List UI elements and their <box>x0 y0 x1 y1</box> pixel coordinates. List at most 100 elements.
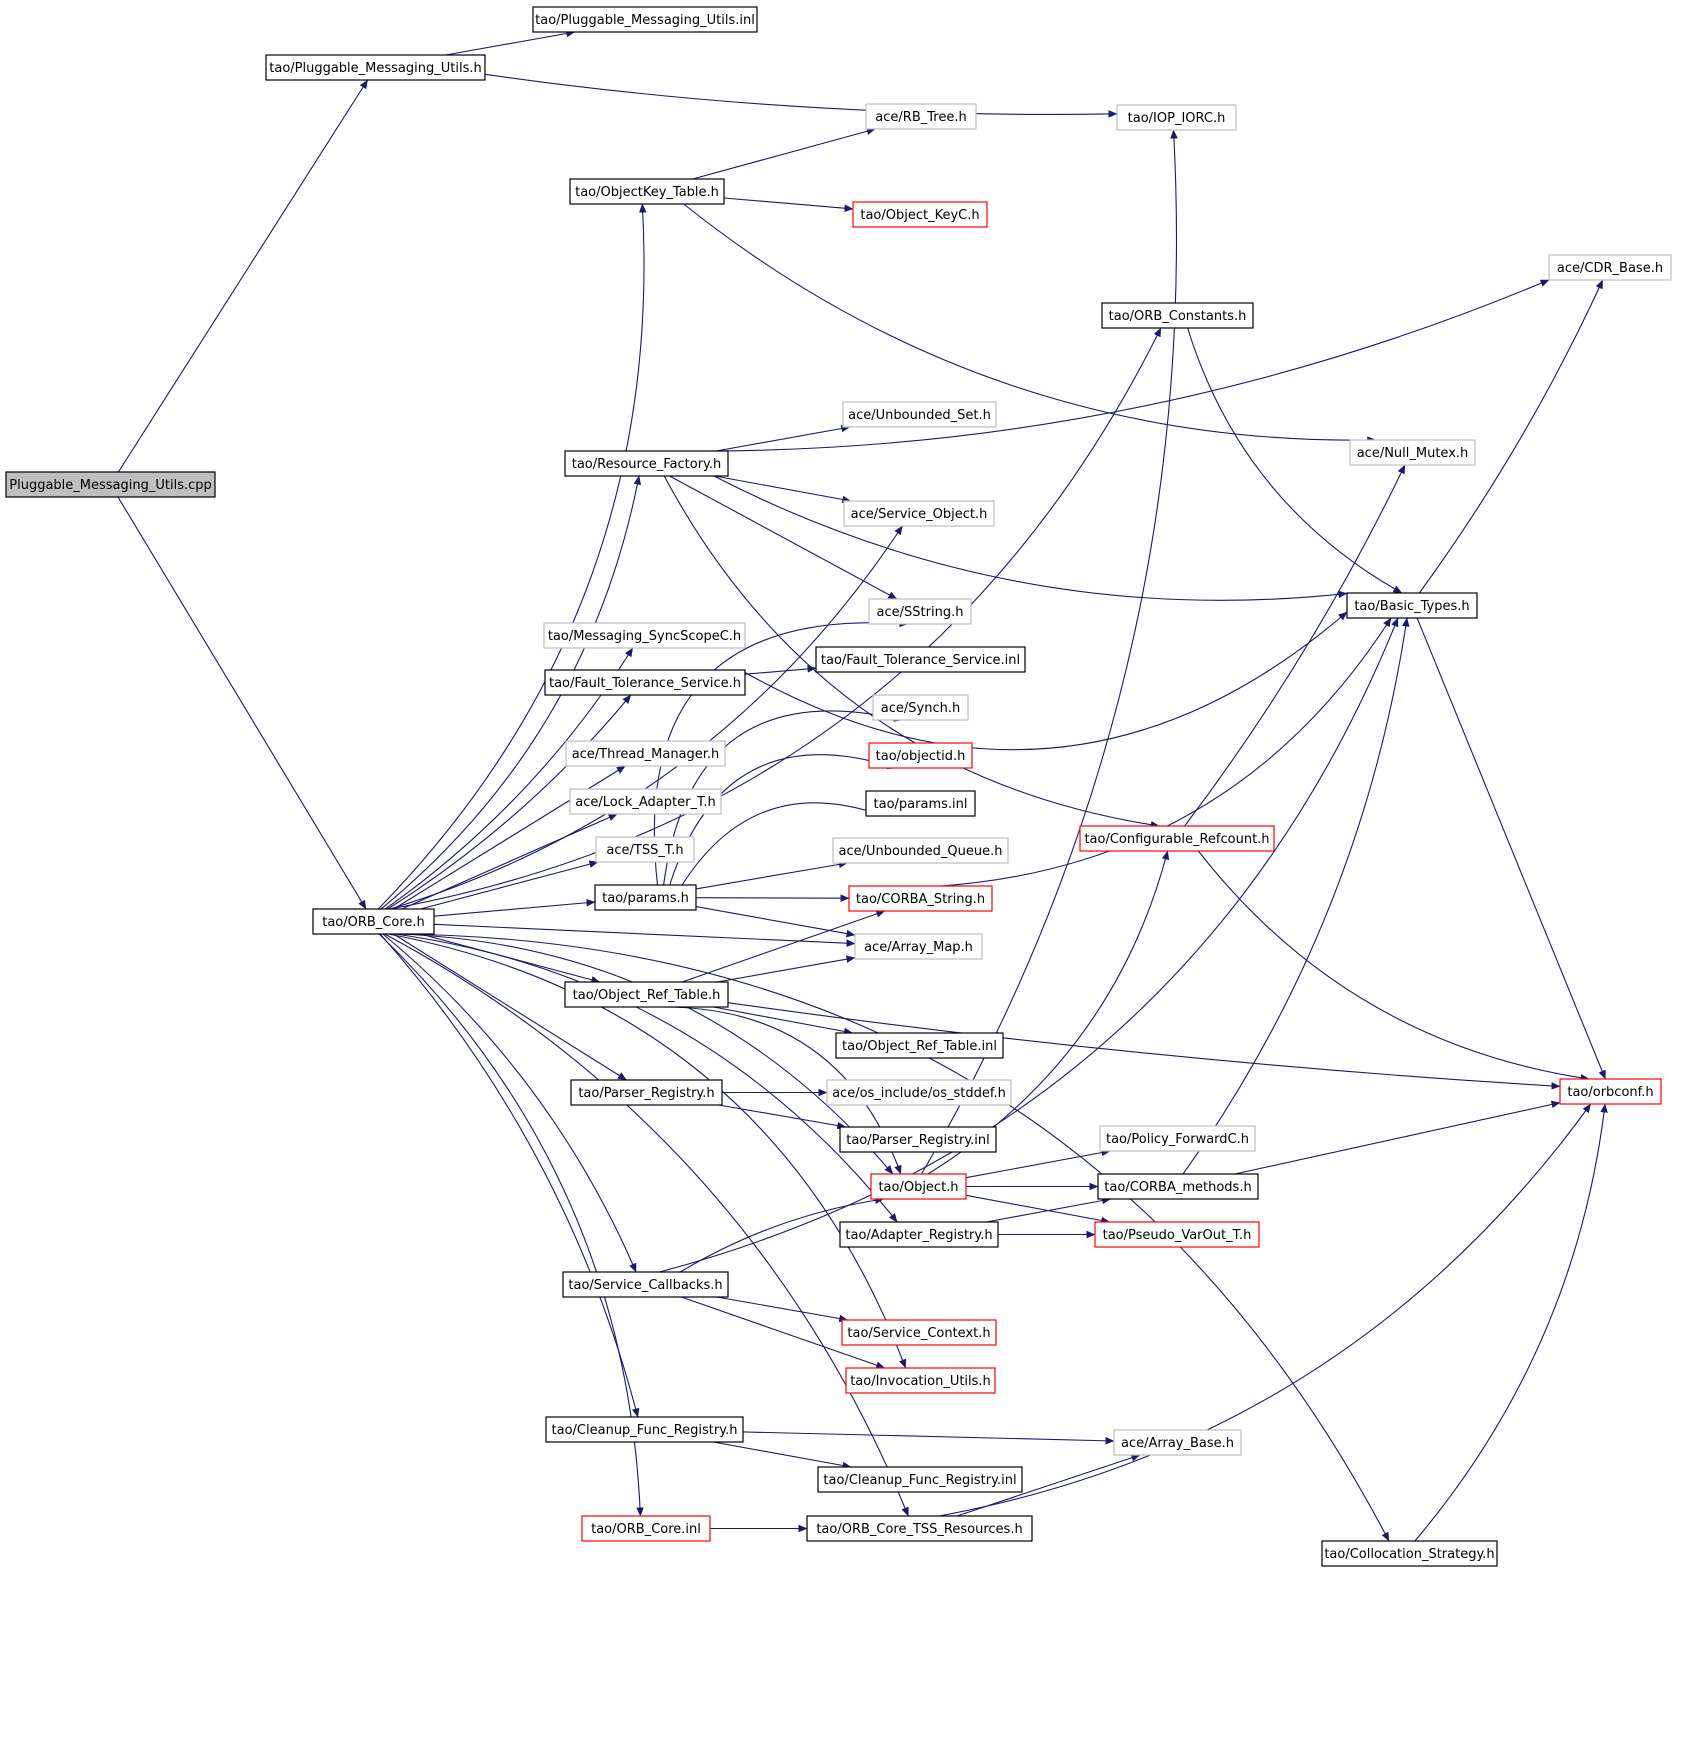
node-orbconf[interactable]: tao/orbconf.h <box>1559 1078 1662 1105</box>
node-parser-registry-inl[interactable]: tao/Parser_Registry.inl <box>839 1126 997 1153</box>
node-resource-factory[interactable]: tao/Resource_Factory.h <box>564 450 729 477</box>
node-cdr-base[interactable]: ace/CDR_Base.h <box>1548 254 1672 281</box>
node-box <box>581 1515 711 1542</box>
node-iop-iorc[interactable]: tao/IOP_IORC.h <box>1116 104 1237 131</box>
node-array-base[interactable]: ace/Array_Base.h <box>1113 1429 1242 1456</box>
node-lock-adapter[interactable]: ace/Lock_Adapter_T.h <box>569 788 722 815</box>
node-box <box>826 1079 1012 1106</box>
node-label: tao/Basic_Types.h <box>1354 599 1469 614</box>
node-objectid[interactable]: tao/objectid.h <box>868 742 973 769</box>
edge-resource_factory-to-cdr_base <box>707 279 1550 452</box>
node-box <box>841 1319 997 1346</box>
node-unbounded-queue[interactable]: ace/Unbounded_Queue.h <box>832 837 1009 864</box>
node-box <box>312 908 435 935</box>
node-object-keyc[interactable]: tao/Object_KeyC.h <box>852 201 988 228</box>
node-corba-string[interactable]: tao/CORBA_String.h <box>848 885 993 912</box>
edge-orb_core_h-to-resource_factory <box>380 475 642 910</box>
node-adapter-registry[interactable]: tao/Adapter_Registry.h <box>839 1221 999 1248</box>
node-label: tao/ObjectKey_Table.h <box>575 185 719 200</box>
node-box <box>564 450 729 477</box>
node-label: tao/Pluggable_Messaging_Utils.h <box>269 61 481 76</box>
node-root[interactable]: Pluggable_Messaging_Utils.cpp <box>5 471 216 498</box>
node-pmu-h[interactable]: tao/Pluggable_Messaging_Utils.h <box>265 54 486 81</box>
edge-resource_factory-to-service_object <box>714 475 852 504</box>
edge-orb_core_tss-to-orbconf <box>939 1103 1592 1517</box>
node-params-inl[interactable]: tao/params.inl <box>865 790 976 817</box>
node-cleanup-func[interactable]: tao/Cleanup_Func_Registry.h <box>545 1416 744 1443</box>
node-thread-manager[interactable]: ace/Thread_Manager.h <box>565 740 726 767</box>
node-orb-core-h[interactable]: tao/ORB_Core.h <box>312 908 435 935</box>
node-object-h[interactable]: tao/Object.h <box>870 1173 967 1200</box>
node-label: ace/SString.h <box>877 605 964 620</box>
edge-orb_core_tss-to-array_base <box>956 1454 1141 1517</box>
node-unbounded-set[interactable]: ace/Unbounded_Set.h <box>842 401 997 428</box>
node-collocation[interactable]: tao/Collocation_Strategy.h <box>1321 1540 1498 1567</box>
edge-params_h-to-array_map <box>695 906 856 938</box>
node-label: tao/Adapter_Registry.h <box>845 1228 992 1243</box>
node-box <box>562 1271 729 1298</box>
edge-params_h-to-synch <box>663 710 903 886</box>
node-label: tao/Fault_Tolerance_Service.h <box>549 676 741 691</box>
edge-objref_table-to-corba_string <box>682 910 886 983</box>
node-label: tao/Parser_Registry.h <box>578 1086 714 1101</box>
node-basic-types[interactable]: tao/Basic_Types.h <box>1346 592 1478 619</box>
node-label: tao/Object_Ref_Table.inl <box>842 1039 997 1054</box>
node-parser-registry[interactable]: tao/Parser_Registry.h <box>570 1079 723 1106</box>
node-orb-core-tss[interactable]: tao/ORB_Core_TSS_Resources.h <box>806 1515 1033 1542</box>
node-box <box>569 178 725 205</box>
node-box <box>845 1367 996 1394</box>
node-objref-table-inl[interactable]: tao/Object_Ref_Table.inl <box>835 1032 1004 1059</box>
node-params-h[interactable]: tao/params.h <box>594 884 697 911</box>
node-corba-methods[interactable]: tao/CORBA_methods.h <box>1097 1173 1259 1200</box>
node-box <box>865 103 977 130</box>
node-objkey-table[interactable]: tao/ObjectKey_Table.h <box>569 178 725 205</box>
node-box <box>852 201 988 228</box>
node-box <box>543 622 746 649</box>
node-service-object[interactable]: ace/Service_Object.h <box>843 500 995 527</box>
node-label: ace/CDR_Base.h <box>1557 261 1663 276</box>
node-service-context[interactable]: tao/Service_Context.h <box>841 1319 997 1346</box>
node-orb-core-inl[interactable]: tao/ORB_Core.inl <box>581 1515 711 1542</box>
edge-orb_core_h-to-cleanup_func <box>379 933 640 1418</box>
edge-objkey_table-to-object_keyc <box>723 197 854 212</box>
node-invocation-utils[interactable]: tao/Invocation_Utils.h <box>845 1367 996 1394</box>
node-policy-forward[interactable]: tao/Policy_ForwardC.h <box>1099 1125 1256 1152</box>
node-box <box>544 669 746 696</box>
node-rb-tree[interactable]: ace/RB_Tree.h <box>865 103 977 130</box>
node-label: ace/os_include/os_stddef.h <box>832 1086 1006 1101</box>
edge-orb_core_h-to-service_callbacks <box>382 933 637 1273</box>
edge-objref_table-to-objref_table_inl <box>713 1006 854 1036</box>
node-pseudo-varout[interactable]: tao/Pseudo_VarOut_T.h <box>1094 1221 1260 1248</box>
node-box <box>872 694 969 721</box>
edge-orb_core_h-to-params_h <box>433 898 596 917</box>
node-pmu-inl[interactable]: tao/Pluggable_Messaging_Utils.inl <box>532 6 758 33</box>
edge-parser_registry-to-parser_registry_inl <box>718 1104 847 1130</box>
node-cleanup-func-inl[interactable]: tao/Cleanup_Func_Registry.inl <box>817 1466 1023 1493</box>
node-objref-table[interactable]: tao/Object_Ref_Table.h <box>564 981 729 1008</box>
edge-cleanup_func-to-array_base <box>742 1431 1115 1445</box>
edge-object_h-to-iop_iorc <box>921 129 1178 1175</box>
edge-ft_service-to-basic_types <box>744 611 1348 751</box>
node-array-map[interactable]: ace/Array_Map.h <box>854 933 983 960</box>
node-null-mutex[interactable]: ace/Null_Mutex.h <box>1349 439 1476 466</box>
node-service-callbacks[interactable]: tao/Service_Callbacks.h <box>562 1271 729 1298</box>
edge-params_h-to-unbounded_queue <box>695 860 848 890</box>
node-config-refcount[interactable]: tao/Configurable_Refcount.h <box>1079 825 1275 852</box>
node-synch[interactable]: ace/Synch.h <box>872 694 969 721</box>
node-label: tao/Invocation_Utils.h <box>850 1374 991 1389</box>
edge-objref_table-to-array_map <box>717 955 856 983</box>
node-box <box>843 500 995 527</box>
node-box <box>595 836 695 863</box>
node-os-stddef[interactable]: ace/os_include/os_stddef.h <box>826 1079 1012 1106</box>
node-tss-t[interactable]: ace/TSS_T.h <box>595 836 695 863</box>
node-messaging-sync[interactable]: tao/Messaging_SyncScopeC.h <box>543 622 746 649</box>
node-label: tao/ORB_Core.inl <box>591 1522 701 1537</box>
node-sstring[interactable]: ace/SString.h <box>868 598 972 625</box>
node-label: ace/Array_Map.h <box>864 940 973 955</box>
node-ft-service[interactable]: tao/Fault_Tolerance_Service.h <box>544 669 746 696</box>
node-orb-constants[interactable]: tao/ORB_Constants.h <box>1101 302 1254 329</box>
node-box <box>842 401 997 428</box>
node-label: tao/Service_Callbacks.h <box>568 1278 722 1293</box>
node-ft-service-inl[interactable]: tao/Fault_Tolerance_Service.inl <box>815 646 1026 673</box>
edge-resource_factory-to-unbounded_set <box>716 424 851 452</box>
